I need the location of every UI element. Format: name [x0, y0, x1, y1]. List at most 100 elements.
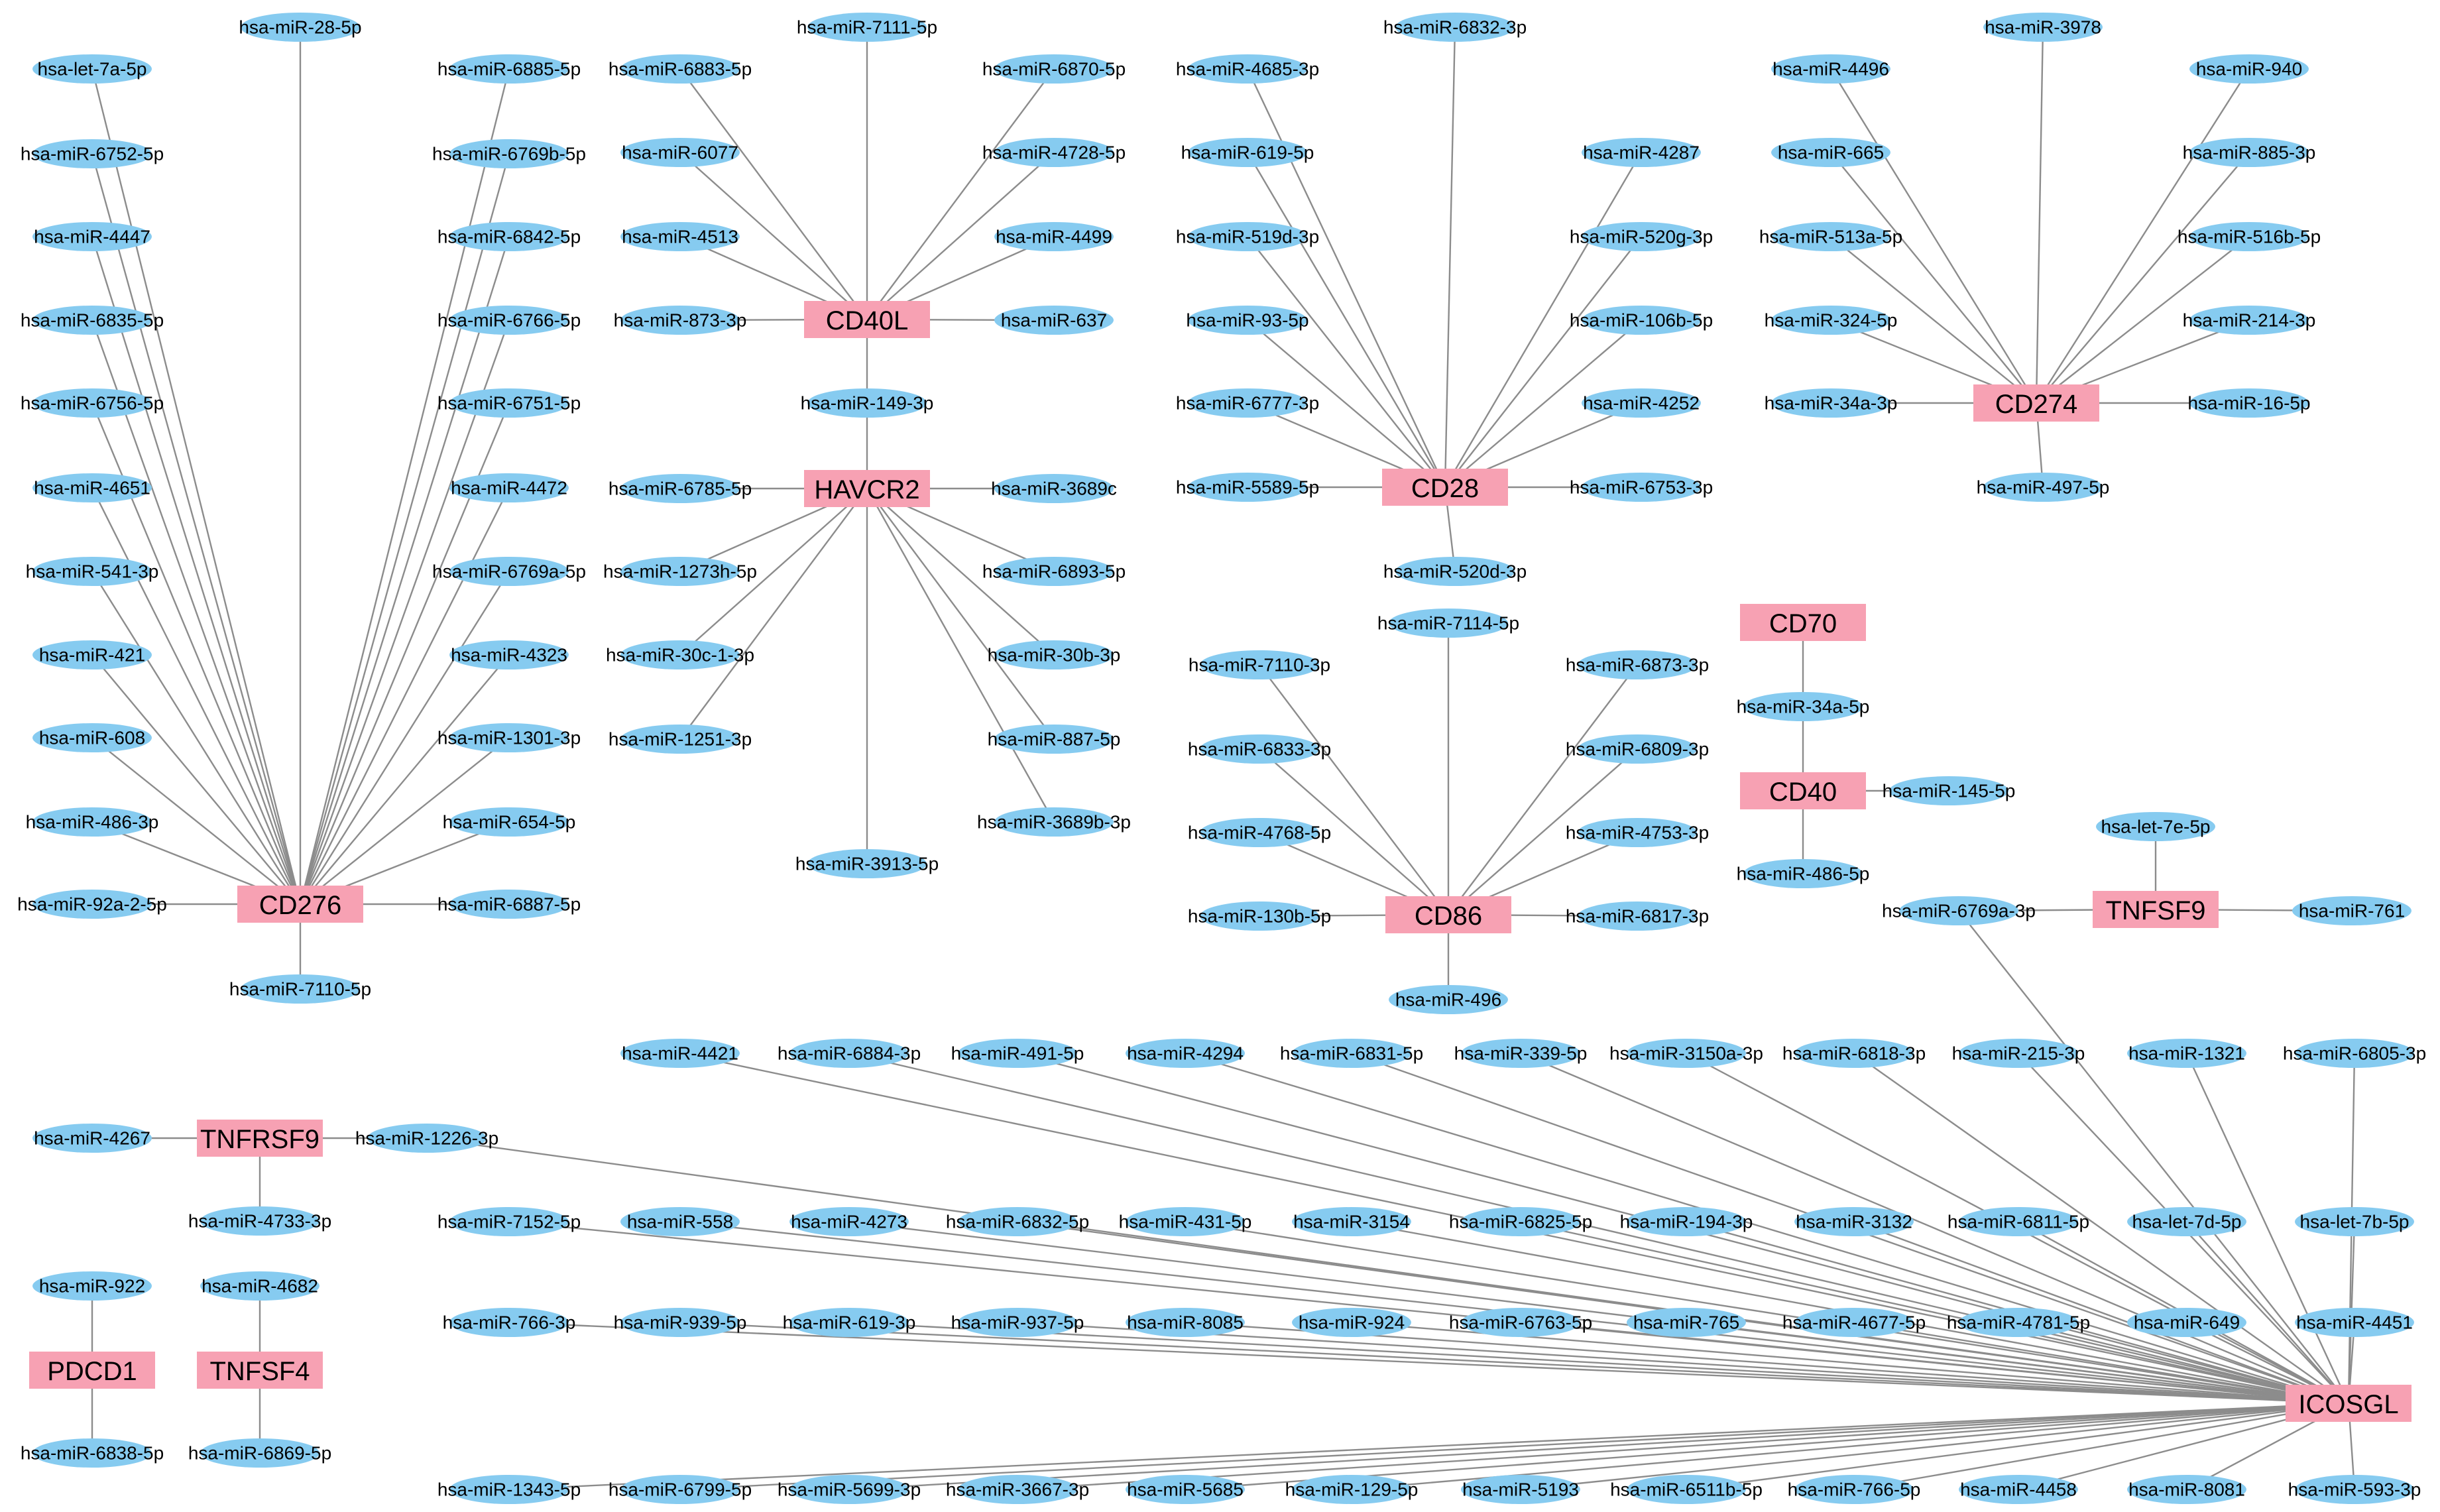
mirna-node-hsa-mir-324-5p[interactable]: hsa-miR-324-5p [1765, 306, 1898, 335]
mirna-node-hsa-mir-6870-5p[interactable]: hsa-miR-6870-5p [982, 54, 1126, 84]
mirna-node-hsa-mir-431-5p[interactable]: hsa-miR-431-5p [1119, 1207, 1252, 1236]
mirna-node-hsa-mir-6838-5p[interactable]: hsa-miR-6838-5p [21, 1438, 164, 1468]
mirna-node-hsa-mir-4499[interactable]: hsa-miR-4499 [994, 222, 1114, 251]
mirna-node-hsa-mir-654-5p[interactable]: hsa-miR-654-5p [443, 807, 576, 837]
mirna-node-hsa-mir-6805-3p[interactable]: hsa-miR-6805-3p [2283, 1039, 2426, 1068]
mirna-node-hsa-mir-3689c[interactable]: hsa-miR-3689c [991, 474, 1117, 503]
mirna-node-hsa-mir-6825-5p[interactable]: hsa-miR-6825-5p [1449, 1207, 1592, 1236]
mirna-node-hsa-mir-665[interactable]: hsa-miR-665 [1771, 138, 1890, 167]
mirna-node-hsa-mir-4682[interactable]: hsa-miR-4682 [200, 1271, 320, 1301]
mirna-node-hsa-mir-8081[interactable]: hsa-miR-8081 [2127, 1475, 2246, 1504]
mirna-node-hsa-mir-4728-5p[interactable]: hsa-miR-4728-5p [982, 138, 1126, 167]
mirna-node-hsa-mir-6811-5p[interactable]: hsa-miR-6811-5p [1947, 1207, 2089, 1236]
mirna-node-hsa-mir-149-3p[interactable]: hsa-miR-149-3p [801, 388, 934, 418]
mirna-node-hsa-mir-3132[interactable]: hsa-miR-3132 [1794, 1207, 1914, 1236]
mirna-node-hsa-mir-130b-5p[interactable]: hsa-miR-130b-5p [1188, 901, 1331, 931]
mirna-node-hsa-mir-873-3p[interactable]: hsa-miR-873-3p [614, 306, 747, 335]
mirna-node-hsa-mir-6833-3p[interactable]: hsa-miR-6833-3p [1188, 734, 1331, 764]
gene-node-cd40l[interactable]: CD40L [804, 301, 930, 338]
mirna-node-hsa-mir-4472[interactable]: hsa-miR-4472 [449, 473, 569, 502]
mirna-node-hsa-mir-766-5p[interactable]: hsa-miR-766-5p [1788, 1475, 1921, 1504]
mirna-node-hsa-mir-541-3p[interactable]: hsa-miR-541-3p [26, 557, 159, 586]
mirna-node-hsa-mir-129-5p[interactable]: hsa-miR-129-5p [1285, 1475, 1419, 1504]
mirna-node-hsa-mir-4287[interactable]: hsa-miR-4287 [1582, 138, 1701, 167]
mirna-node-hsa-mir-339-5p[interactable]: hsa-miR-339-5p [1454, 1039, 1588, 1068]
mirna-node-hsa-mir-922[interactable]: hsa-miR-922 [32, 1271, 152, 1301]
mirna-node-hsa-mir-3667-3p[interactable]: hsa-miR-3667-3p [946, 1475, 1089, 1504]
mirna-node-hsa-mir-765[interactable]: hsa-miR-765 [1627, 1308, 1746, 1337]
mirna-node-hsa-mir-6799-5p[interactable]: hsa-miR-6799-5p [609, 1475, 752, 1504]
mirna-node-hsa-mir-4753-3p[interactable]: hsa-miR-4753-3p [1566, 818, 1709, 847]
mirna-node-hsa-mir-7111-5p[interactable]: hsa-miR-7111-5p [797, 13, 937, 42]
mirna-node-hsa-mir-4323[interactable]: hsa-miR-4323 [449, 640, 569, 669]
mirna-node-hsa-mir-7110-5p[interactable]: hsa-miR-7110-5p [229, 974, 371, 1004]
mirna-node-hsa-mir-4496[interactable]: hsa-miR-4496 [1771, 54, 1890, 84]
gene-node-cd28[interactable]: CD28 [1382, 469, 1508, 506]
mirna-node-hsa-let-7b-5p[interactable]: hsa-let-7b-5p [2295, 1207, 2414, 1236]
mirna-node-hsa-mir-937-5p[interactable]: hsa-miR-937-5p [951, 1308, 1084, 1337]
mirna-node-hsa-mir-924[interactable]: hsa-miR-924 [1292, 1308, 1411, 1337]
gene-node-cd70[interactable]: CD70 [1740, 604, 1866, 641]
mirna-node-hsa-mir-5699-3p[interactable]: hsa-miR-5699-3p [778, 1475, 921, 1504]
mirna-node-hsa-mir-6842-5p[interactable]: hsa-miR-6842-5p [437, 222, 581, 251]
mirna-node-hsa-mir-16-5p[interactable]: hsa-miR-16-5p [2187, 388, 2311, 418]
mirna-node-hsa-mir-6884-3p[interactable]: hsa-miR-6884-3p [778, 1039, 921, 1068]
mirna-node-hsa-mir-6777-3p[interactable]: hsa-miR-6777-3p [1176, 388, 1319, 418]
mirna-node-hsa-mir-7152-5p[interactable]: hsa-miR-7152-5p [437, 1207, 581, 1236]
mirna-node-hsa-mir-513a-5p[interactable]: hsa-miR-513a-5p [1759, 222, 1902, 251]
mirna-node-hsa-mir-4651[interactable]: hsa-miR-4651 [32, 473, 152, 502]
mirna-node-hsa-mir-4677-5p[interactable]: hsa-miR-4677-5p [1782, 1308, 1926, 1337]
mirna-node-hsa-mir-519d-3p[interactable]: hsa-miR-519d-3p [1176, 222, 1319, 251]
mirna-node-hsa-mir-3689b-3p[interactable]: hsa-miR-3689b-3p [977, 807, 1131, 837]
mirna-node-hsa-mir-4267[interactable]: hsa-miR-4267 [32, 1124, 152, 1153]
mirna-node-hsa-mir-194-3p[interactable]: hsa-miR-194-3p [1620, 1207, 1753, 1236]
gene-node-cd86[interactable]: CD86 [1385, 896, 1511, 933]
mirna-node-hsa-mir-6883-5p[interactable]: hsa-miR-6883-5p [609, 54, 752, 84]
mirna-node-hsa-mir-4768-5p[interactable]: hsa-miR-4768-5p [1188, 818, 1331, 847]
mirna-node-hsa-mir-619-5p[interactable]: hsa-miR-619-5p [1181, 138, 1314, 167]
mirna-node-hsa-mir-885-3p[interactable]: hsa-miR-885-3p [2183, 138, 2316, 167]
mirna-node-hsa-mir-6766-5p[interactable]: hsa-miR-6766-5p [437, 306, 581, 335]
mirna-node-hsa-mir-637[interactable]: hsa-miR-637 [994, 306, 1114, 335]
mirna-node-hsa-mir-8085[interactable]: hsa-miR-8085 [1126, 1308, 1245, 1337]
mirna-node-hsa-mir-3913-5p[interactable]: hsa-miR-3913-5p [795, 849, 939, 878]
mirna-node-hsa-mir-6756-5p[interactable]: hsa-miR-6756-5p [21, 388, 164, 418]
mirna-node-hsa-mir-28-5p[interactable]: hsa-miR-28-5p [239, 13, 362, 42]
mirna-node-hsa-let-7a-5p[interactable]: hsa-let-7a-5p [32, 54, 152, 84]
gene-node-cd40[interactable]: CD40 [1740, 772, 1866, 809]
gene-node-tnfsf9[interactable]: TNFSF9 [2093, 891, 2219, 928]
mirna-node-hsa-mir-619-3p[interactable]: hsa-miR-619-3p [783, 1308, 916, 1337]
mirna-node-hsa-mir-7114-5p[interactable]: hsa-miR-7114-5p [1377, 609, 1519, 638]
mirna-node-hsa-mir-558[interactable]: hsa-miR-558 [620, 1207, 740, 1236]
mirna-node-hsa-mir-93-5p[interactable]: hsa-miR-93-5p [1186, 306, 1309, 335]
mirna-node-hsa-mir-6763-5p[interactable]: hsa-miR-6763-5p [1449, 1308, 1592, 1337]
mirna-node-hsa-mir-6753-3p[interactable]: hsa-miR-6753-3p [1570, 473, 1713, 502]
mirna-node-hsa-mir-214-3p[interactable]: hsa-miR-214-3p [2183, 306, 2316, 335]
gene-node-tnfsf4[interactable]: TNFSF4 [197, 1352, 323, 1389]
gene-node-tnfrsf9[interactable]: TNFRSF9 [197, 1120, 323, 1157]
mirna-node-hsa-mir-6817-3p[interactable]: hsa-miR-6817-3p [1566, 901, 1709, 931]
mirna-node-hsa-mir-4458[interactable]: hsa-miR-4458 [1959, 1475, 2078, 1504]
mirna-node-hsa-mir-4294[interactable]: hsa-miR-4294 [1126, 1039, 1245, 1068]
mirna-node-hsa-mir-940[interactable]: hsa-miR-940 [2189, 54, 2309, 84]
mirna-node-hsa-mir-34a-3p[interactable]: hsa-miR-34a-3p [1765, 388, 1898, 418]
mirna-node-hsa-mir-6885-5p[interactable]: hsa-miR-6885-5p [437, 54, 581, 84]
mirna-node-hsa-mir-520d-3p[interactable]: hsa-miR-520d-3p [1383, 557, 1527, 586]
mirna-node-hsa-mir-30c-1-3p[interactable]: hsa-miR-30c-1-3p [606, 640, 754, 669]
mirna-node-hsa-mir-6869-5p[interactable]: hsa-miR-6869-5p [188, 1438, 331, 1468]
mirna-node-hsa-mir-215-3p[interactable]: hsa-miR-215-3p [1952, 1039, 2085, 1068]
mirna-node-hsa-mir-486-5p[interactable]: hsa-miR-486-5p [1737, 859, 1870, 888]
mirna-node-hsa-mir-6893-5p[interactable]: hsa-miR-6893-5p [982, 557, 1126, 586]
mirna-node-hsa-mir-593-3p[interactable]: hsa-miR-593-3p [2288, 1475, 2421, 1504]
mirna-node-hsa-mir-6873-3p[interactable]: hsa-miR-6873-3p [1566, 650, 1709, 679]
mirna-node-hsa-mir-496[interactable]: hsa-miR-496 [1389, 985, 1508, 1014]
gene-node-icosgl[interactable]: ICOSGL [2286, 1385, 2411, 1422]
mirna-node-hsa-mir-5193[interactable]: hsa-miR-5193 [1461, 1475, 1580, 1504]
mirna-node-hsa-mir-4421[interactable]: hsa-miR-4421 [620, 1039, 740, 1068]
gene-node-cd276[interactable]: CD276 [237, 886, 363, 923]
mirna-node-hsa-mir-486-3p[interactable]: hsa-miR-486-3p [26, 807, 159, 837]
mirna-node-hsa-mir-3978[interactable]: hsa-miR-3978 [1983, 13, 2103, 42]
mirna-node-hsa-mir-7110-3p[interactable]: hsa-miR-7110-3p [1189, 650, 1330, 679]
mirna-node-hsa-mir-1251-3p[interactable]: hsa-miR-1251-3p [609, 725, 752, 754]
mirna-node-hsa-let-7d-5p[interactable]: hsa-let-7d-5p [2127, 1207, 2246, 1236]
